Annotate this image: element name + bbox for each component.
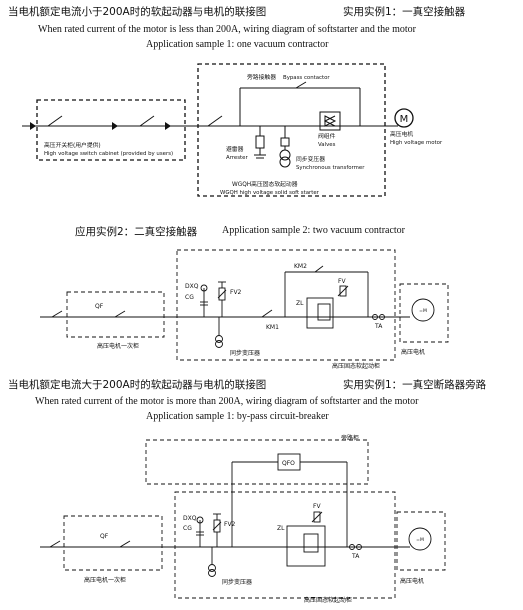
starter-label-3: 高压固态软起动柜 (304, 596, 352, 604)
section1-title-en: When rated current of the motor is less … (38, 24, 416, 35)
section3-sample-cn: 实用实例1：一真空断路器旁路 (343, 379, 487, 391)
qfo-label: QFO (282, 460, 295, 467)
sync-label-2: 同步变压器 (230, 349, 260, 357)
section2-title-en: Application sample 2: two vacuum contrac… (222, 225, 406, 236)
fv-label-3: FV (313, 503, 321, 510)
motor-symbol-1: M (400, 114, 409, 125)
dxq-label-2: DXQ (185, 283, 199, 290)
section1-sample-cn: 实用实例1：一真空接触器 (343, 6, 466, 18)
motor-symbol-2: =M (419, 308, 427, 314)
fv2-label-2: FV2 (230, 289, 242, 296)
diagram-1: M 旁路接触器 Bypass contactor 阀组件 Valves 避雷器 … (22, 63, 443, 197)
bypass-label-en: Bypass contactor (283, 75, 330, 81)
cabinet-label-3: 高压电机一次柜 (84, 576, 126, 584)
motor-label-3: 高压电机 (400, 577, 424, 585)
motor-label-2: 高压电机 (401, 348, 425, 356)
starter-label-2: 高压固态软起动柜 (332, 362, 380, 370)
bypass-label-cn: 旁路接触器 (247, 73, 276, 81)
sync-label-3: 同步变压器 (222, 578, 252, 586)
cg-label-2: CG (185, 294, 194, 301)
section3-title-cn: 当电机额定电流大于200A时的软起动器与电机的联接图 (8, 379, 267, 391)
valves-label-cn: 阀组件 (318, 132, 336, 140)
cg-label-3: CG (183, 525, 192, 532)
arrester-label-en: Arrester (226, 155, 248, 161)
arrester-label-cn: 避雷器 (226, 145, 244, 153)
qf-label-2: QF (95, 303, 104, 310)
starter-label-en: WGQH high voltage solid soft starter (220, 190, 320, 196)
fv2-label-3: FV2 (224, 521, 236, 528)
section3-title-en: When rated current of the motor is more … (35, 396, 419, 407)
diagram-2: QF DXQ CG FV2 KM2 FV ZL KM1 TA 同步变压器 高压电… (40, 249, 449, 370)
sync-label-cn: 同步变压器 (296, 155, 325, 163)
motor-label-en: High voltage motor (390, 140, 443, 146)
section2-title-cn: 应用实例2：二真空接触器 (75, 226, 198, 238)
sync-label-en: Synchronous transformer (296, 165, 365, 171)
bypass-cab-label: 旁路柜 (341, 434, 359, 442)
motor-label-cn: 高压电机 (390, 130, 413, 138)
cabinet-label-en: High voltage switch cabinet (provided by… (44, 151, 173, 157)
zl-label-2: ZL (296, 300, 304, 307)
starter-label-cn: WGQH高压固态软起动器 (232, 180, 298, 188)
cabinet-label-2: 高压电机一次柜 (97, 342, 139, 350)
dxq-label-3: DXQ (183, 515, 197, 522)
diagram-3: 旁路柜 QFO QF DXQ CG FV2 FV ZL TA 同步变压器 高压电… (40, 434, 446, 604)
km2-label: KM2 (294, 263, 307, 270)
motor-symbol-3: =M (416, 537, 424, 543)
cabinet-label-cn: 高压开关柜(用户提供) (44, 141, 101, 149)
qf-label-3: QF (100, 533, 109, 540)
section1-title-cn: 当电机额定电流小于200A时的软起动器与电机的联接图 (8, 6, 267, 18)
section3-sample-en: Application sample 1: by-pass circuit-br… (146, 411, 329, 422)
ta-label-3: TA (351, 553, 360, 560)
fv-label-2: FV (338, 278, 346, 285)
zl-label-3: ZL (277, 525, 285, 532)
km1-label: KM1 (266, 324, 279, 331)
section1-sample-en: Application sample 1: one vacuum contrac… (146, 39, 329, 50)
ta-label-2: TA (374, 323, 383, 330)
valves-label-en: Valves (318, 142, 336, 148)
